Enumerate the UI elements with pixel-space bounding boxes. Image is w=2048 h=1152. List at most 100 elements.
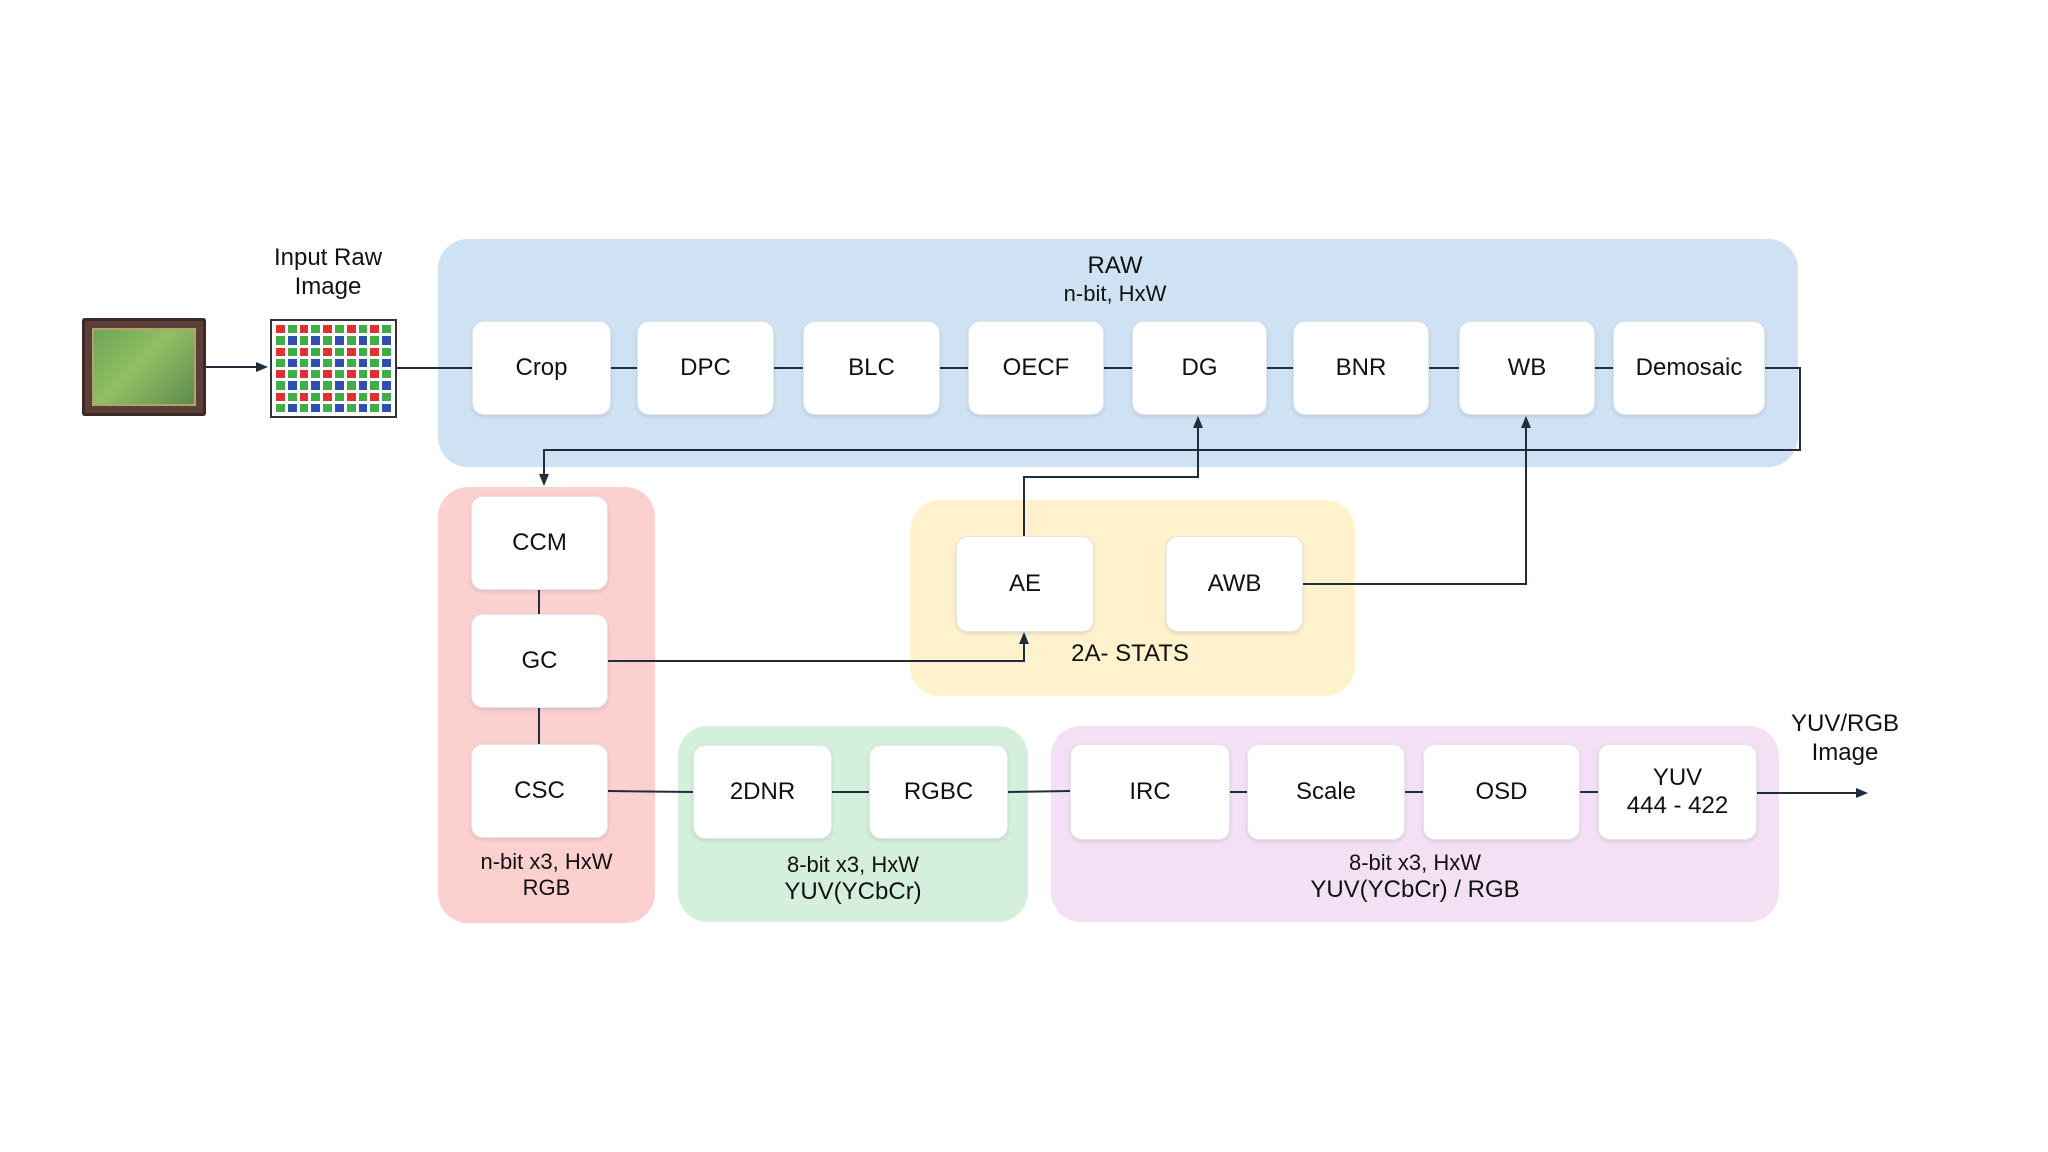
bayer-cell (346, 336, 356, 345)
bayer-cell (370, 381, 380, 390)
wire-ae-to-dg (1023, 426, 1199, 536)
yuv2-caption: 8-bit x3, HxW YUV(YCbCr) / RGB (1270, 850, 1560, 905)
bayer-cell (382, 381, 391, 390)
bayer-cell (358, 325, 368, 334)
bayer-cell (276, 403, 285, 412)
bayer-cell (358, 392, 368, 401)
bayer-cell (276, 336, 285, 345)
yuv-block-line2: 444 - 422 (1626, 792, 1729, 819)
rgb-caption-line2: RGB (522, 875, 571, 901)
bayer-cell (311, 392, 321, 401)
output-label-line1: YUV/RGB (1790, 710, 1900, 737)
wire-gc-to-ae (608, 642, 1025, 662)
bayer-cell (299, 347, 309, 356)
rgb-caption-line1: n-bit x3, HxW (480, 849, 613, 874)
bayer-cell (311, 347, 321, 356)
block-ae[interactable]: AE (956, 536, 1094, 632)
arrowhead (1521, 416, 1531, 428)
bayer-cell (323, 358, 332, 367)
block-2dnr[interactable]: 2DNR (693, 745, 832, 839)
input-label: Input Raw Image (258, 244, 398, 302)
bayer-cell (346, 347, 356, 356)
bayer-cell (335, 347, 344, 356)
bayer-cell (370, 392, 380, 401)
bayer-cell (370, 347, 380, 356)
bayer-cell (335, 370, 344, 379)
bayer-cell (287, 336, 297, 345)
bayer-cell (287, 370, 297, 379)
block-blc[interactable]: BLC (803, 321, 940, 415)
wire-csc-2dnr (607, 790, 694, 793)
bayer-cell (358, 370, 368, 379)
arrowhead (256, 362, 268, 372)
bayer-cell (335, 358, 344, 367)
bayer-cell (382, 325, 391, 334)
block-oecf[interactable]: OECF (968, 321, 1104, 415)
bayer-cell (323, 370, 332, 379)
bayer-cell (287, 358, 297, 367)
bayer-cell (346, 358, 356, 367)
bayer-cell (287, 347, 297, 356)
block-csc[interactable]: CSC (471, 744, 608, 838)
bayer-cell (299, 336, 309, 345)
bayer-cell (311, 381, 321, 390)
block-crop[interactable]: Crop (472, 321, 611, 415)
bayer-cell (323, 403, 332, 412)
bayer-cell (370, 325, 380, 334)
bayer-cell (299, 392, 309, 401)
block-dpc[interactable]: DPC (637, 321, 774, 415)
bayer-cell (287, 392, 297, 401)
bayer-cell (323, 381, 332, 390)
block-wb[interactable]: WB (1459, 321, 1595, 415)
bayer-cell (370, 336, 380, 345)
bayer-cell (358, 347, 368, 356)
block-rgbc[interactable]: RGBC (869, 745, 1008, 839)
block-ccm[interactable]: CCM (471, 496, 608, 590)
bayer-cell (335, 325, 344, 334)
bayer-cell (358, 358, 368, 367)
yuv1-caption-line1: 8-bit x3, HxW (786, 852, 920, 877)
output-label-line2: Image (1811, 738, 1879, 766)
yuv-block-line1: YUV (1652, 764, 1703, 792)
bayer-cell (323, 392, 332, 401)
wire-rgbc-irc (1007, 790, 1071, 793)
block-irc[interactable]: IRC (1070, 744, 1230, 840)
bayer-cell (311, 403, 321, 412)
block-awb[interactable]: AWB (1166, 536, 1303, 632)
bayer-cell (276, 392, 285, 401)
block-dg[interactable]: DG (1132, 321, 1267, 415)
bayer-cell (382, 336, 391, 345)
bayer-cell (382, 347, 391, 356)
yuv2-caption-line1: 8-bit x3, HxW (1348, 850, 1482, 875)
rgb-region-caption: n-bit x3, HxW RGB (455, 849, 638, 902)
arrowhead (1193, 416, 1203, 428)
bayer-cell (323, 336, 332, 345)
block-yuv-444-422[interactable]: YUV 444 - 422 (1598, 744, 1757, 840)
bayer-cell (299, 358, 309, 367)
bayer-pattern-icon (270, 319, 397, 418)
bayer-cell (311, 325, 321, 334)
block-bnr[interactable]: BNR (1293, 321, 1429, 415)
yuv1-caption-line2: YUV(YCbCr) (784, 878, 922, 906)
bayer-cell (382, 403, 391, 412)
bayer-cell (382, 358, 391, 367)
arrowhead (539, 474, 549, 486)
raw-title: RAW (1087, 252, 1143, 279)
wire-awb-to-wb (1303, 426, 1527, 585)
bayer-cell (323, 347, 332, 356)
block-scale[interactable]: Scale (1247, 744, 1405, 840)
block-osd[interactable]: OSD (1423, 744, 1580, 840)
bayer-cell (299, 325, 309, 334)
bayer-cell (346, 392, 356, 401)
bayer-cell (335, 392, 344, 401)
block-demosaic[interactable]: Demosaic (1613, 321, 1765, 415)
block-gc[interactable]: GC (471, 614, 608, 708)
bayer-cell (346, 325, 356, 334)
bayer-cell (335, 336, 344, 345)
bayer-cell (299, 403, 309, 412)
arrowhead (1856, 788, 1868, 798)
raw-region-title: RAW n-bit, HxW (1000, 252, 1230, 307)
arrowhead (1019, 632, 1029, 644)
